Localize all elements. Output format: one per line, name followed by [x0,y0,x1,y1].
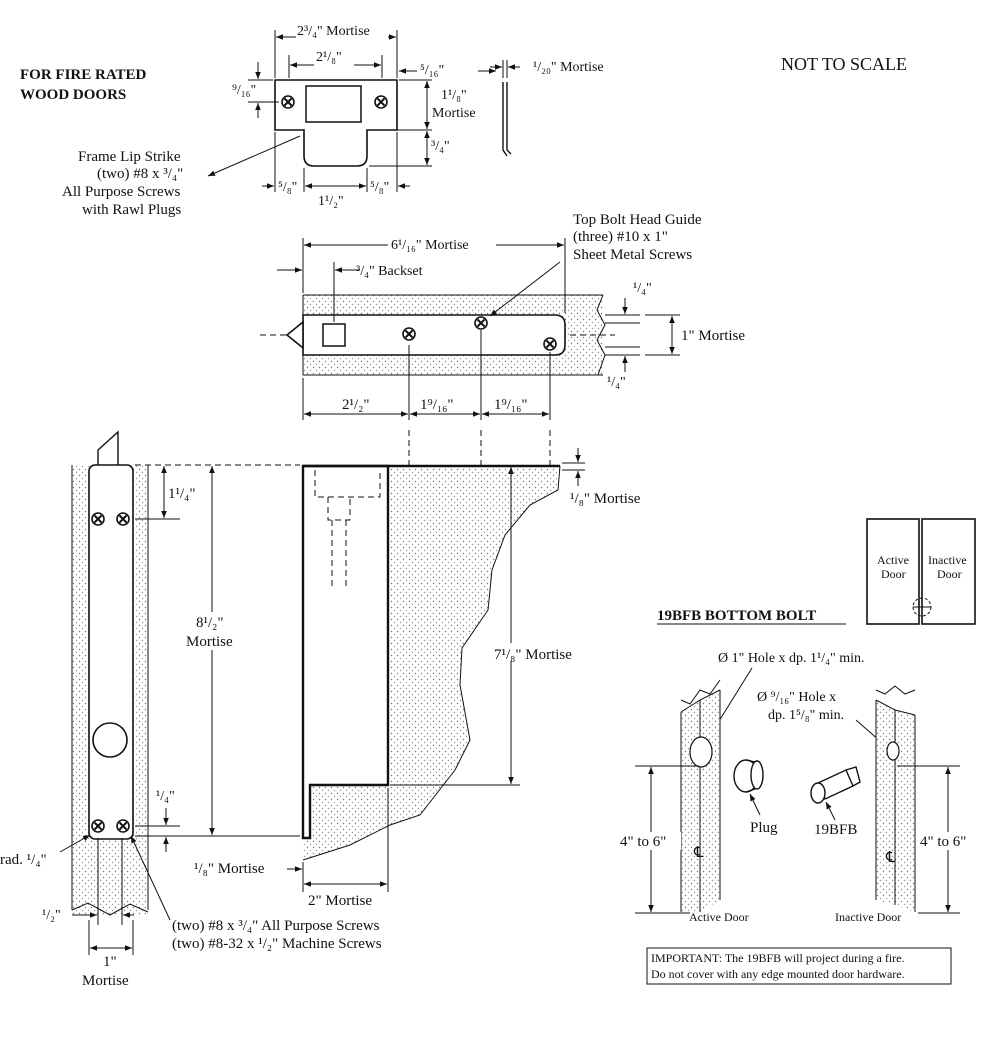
edge-offset-label: ⁵/₁₆" [420,63,444,78]
active-hole [689,736,713,768]
bolt-section-view: ¹/₈" Mortise 7¹/₈" Mortise ¹/₈" Mortise … [194,430,641,909]
side-right-label: ⁵/₈" [370,180,389,195]
title-line-1: FOR FIRE RATED [20,67,147,83]
screw-offset-label: ⁹/₁₆" [232,83,256,98]
edge-top-label: ¹/₄" [633,281,652,296]
strike-callout-1: Frame Lip Strike [78,149,181,165]
slot-hole [92,722,128,758]
bolt-head-side [97,430,119,465]
bolt-length-label: 6¹/₁₆" Mortise [391,238,469,253]
cl-right-label: ℄ [885,850,896,866]
length-label-2: Mortise [186,634,233,650]
active-door-icon [866,518,920,625]
screw-icon [474,316,488,330]
edge-bottom-label: ¹/₄" [607,375,626,390]
length-label-1: 8¹/₂" [196,615,224,631]
plug-icon [733,759,764,793]
side-left-label: ⁵/₈" [278,180,297,195]
strike-height-label-2: Mortise [432,106,476,121]
top-bolt-detail: 6¹/₁₆" Mortise ³/₄" Backset Top Bolt Hea… [260,212,745,420]
important-note-1: IMPORTANT: The 19BFB will project during… [651,951,904,965]
spacing-3-label: 1⁹/₁₆" [494,397,527,413]
bottom-bolt-detail: 19BFB BOTTOM BOLT Ø 1" Hole x dp. 1¹/₄" … [617,608,981,985]
strike-height-label-1: 1¹/₈" [441,88,467,103]
screw-icon [116,819,130,833]
important-note-2: Do not cover with any edge mounted door … [651,967,905,981]
depth-label: 7¹/₈" Mortise [494,647,572,663]
opening-width-label: 2¹/₈" [316,50,342,65]
inactive-hole [886,741,900,761]
cl-left-label: ℄ [693,845,704,861]
hole-1-label: Ø 1" Hole x dp. 1¹/₄" min. [718,651,865,666]
doors-diagram: Active Door Inactive Door [866,518,976,625]
spacing-1-label: 2¹/₂" [342,397,370,413]
top-bolt-plate [302,314,566,356]
hole-2-label-b: dp. 1⁵/₈" min. [768,708,844,723]
bottom-mortise-label: ¹/₈" Mortise [194,861,265,877]
screw-icon [91,512,105,526]
title-line-2: WOOD DOORS [20,87,126,103]
active-door-label-1: Active [877,553,909,567]
center-width-label: 1¹/₂" [318,194,344,209]
screws-callout-1: (two) #8 x ³/₄" All Purpose Screws [172,918,380,934]
active-door-caption: Active Door [689,910,749,924]
screw-icon [91,819,105,833]
guide-callout-3: Sheet Metal Screws [573,247,692,263]
strike-callout-4: with Rawl Plugs [82,202,181,218]
bolt-head [322,323,346,347]
strike-plate-detail: 2³/₄" Mortise 2¹/₈" ⁵/₁₆" ¹/₂₀" Mortise … [62,24,604,218]
screw-icon [281,95,295,109]
lip-label: ³/₄" [431,139,450,154]
scale-note: NOT TO SCALE [781,54,907,74]
thickness-label: ¹/₂₀" Mortise [533,60,604,75]
guide-callout-2: (three) #10 x 1" [573,229,668,245]
strike-callout-2: (two) #8 x ³/₄" [97,166,183,182]
strike-opening [305,85,362,123]
plug-label: Plug [750,820,778,836]
active-door-label-2: Door [881,567,906,581]
guide-callout-1: Top Bolt Head Guide [573,212,702,228]
mortise-width-label: 1" Mortise [681,328,745,344]
strike-width-label: 2³/₄" Mortise [297,24,370,39]
range-right-label: 4" to 6" [920,834,966,850]
backset-label: ³/₄" Backset [356,264,423,279]
screws-callout-2: (two) #8-32 x ¹/₂" Machine Screws [172,936,382,952]
hole-2-label-a: Ø ⁹/₁₆" Hole x [757,690,836,705]
top-offset-label: 1¹/₄" [168,486,196,502]
important-note-box [646,947,952,985]
screw-icon [402,327,416,341]
range-left-label: 4" to 6" [620,834,666,850]
strike-callout-3: All Purpose Screws [62,184,180,200]
screw-icon [374,95,388,109]
section-width-label: 2" Mortise [308,893,372,909]
inactive-door-label-1: Inactive [928,553,967,567]
width-label-1: 1" [103,954,117,970]
edge-label: ¹/₂" [42,908,61,923]
inactive-door-label-2: Door [937,567,962,581]
inactive-door-caption: Inactive Door [835,910,901,924]
radius-label: rad. ¹/₄" [0,852,47,868]
bottom-offset-label: ¹/₄" [156,789,175,804]
screw-icon [543,337,557,351]
strike-edge-view [502,82,512,157]
bolt-tip [285,320,304,350]
bottom-bolt-title: 19BFB BOTTOM BOLT [657,608,816,624]
spacing-2-label: 1⁹/₁₆" [420,397,453,413]
width-label-2: Mortise [82,973,129,989]
bolt-part-icon [810,766,861,804]
bolt-side-view: 1¹/₄" 8¹/₂" Mortise ¹/₄" rad. ¹/₄" ¹/₂" … [0,430,382,989]
part-label: 19BFB [814,822,857,838]
screw-icon [116,512,130,526]
plate-mortise-label: ¹/₈" Mortise [570,491,641,507]
